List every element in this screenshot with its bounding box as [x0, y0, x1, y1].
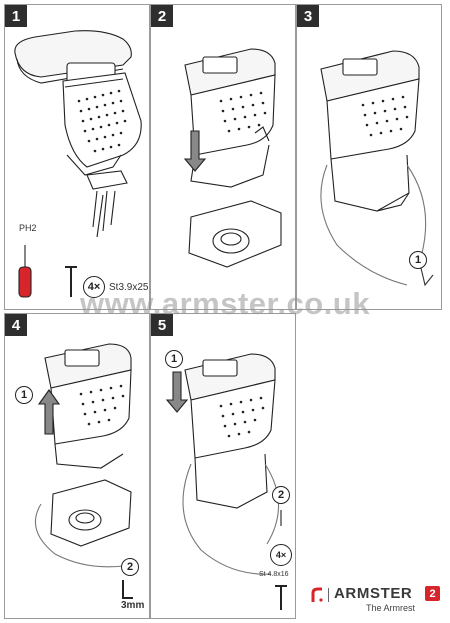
screw-spec-label: St 4.8x16 — [259, 571, 289, 578]
step-panel-2: 2 — [150, 4, 296, 310]
armster-mark-icon — [311, 587, 323, 602]
brand-logo: ARMSTER 2 The Armrest — [304, 583, 444, 617]
step-panel-4: 4 1 2 3mm — [4, 313, 150, 619]
armrest-lifting-illustration — [34, 343, 133, 599]
callout-2-badge: 2 — [121, 558, 139, 576]
step-number-badge: 5 — [151, 314, 173, 336]
screw-quantity-badge: 4× — [270, 544, 292, 566]
step-number-badge: 4 — [5, 314, 27, 336]
callout-1-badge: 1 — [165, 350, 183, 368]
step-panel-3: 3 1 — [296, 4, 442, 310]
screw-quantity-badge: 4× — [83, 276, 105, 298]
brand-name: ARMSTER — [334, 585, 413, 602]
callout-1-badge: 1 — [15, 386, 33, 404]
armrest-exploded-illustration — [14, 30, 142, 298]
step-panel-1: 1 PH2 4× St3.9x25 — [4, 4, 150, 310]
brand-tagline: The Armrest — [366, 603, 416, 613]
armrest-lowering-illustration — [183, 48, 282, 268]
brand-separator — [328, 588, 329, 602]
step-number-badge: 2 — [151, 5, 173, 27]
hex-key-size-label: 3mm — [121, 600, 145, 611]
screwdriver-tag: PH2 — [19, 223, 37, 233]
brand-model-badge: 2 — [425, 586, 440, 601]
armrest-assembled-illustration — [320, 50, 434, 287]
website-watermark: www.armster.co.uk — [80, 286, 370, 321]
step-panel-5: 5 1 2 4× St 4.8x16 — [150, 313, 296, 619]
callout-1-badge: 1 — [409, 251, 427, 269]
step-number-badge: 3 — [297, 5, 319, 27]
step-number-badge: 1 — [5, 5, 27, 27]
callout-2-badge: 2 — [272, 486, 290, 504]
screw-spec-label: St3.9x25 — [109, 282, 149, 293]
armrest-final-fitting-illustration — [165, 353, 287, 610]
